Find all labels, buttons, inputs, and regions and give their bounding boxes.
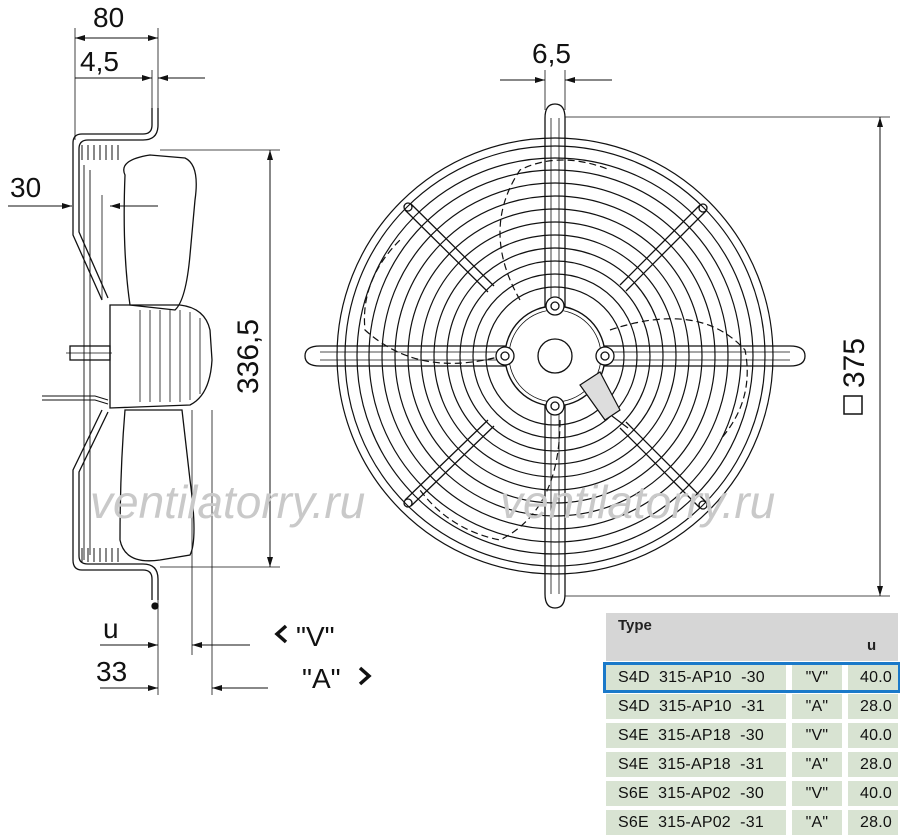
table-row[interactable]: S4E 315-AP18 -31 "A" 28.0 xyxy=(606,752,898,777)
cell-version: "A" xyxy=(792,694,842,719)
dim-336-5-label: 336,5 xyxy=(232,319,265,394)
cell-u: 28.0 xyxy=(848,694,898,719)
label-v: "V" xyxy=(296,621,335,652)
cell-type: S4E 315-AP18 -30 xyxy=(606,723,786,748)
dim-4-5-label: 4,5 xyxy=(80,46,119,77)
cell-type: S4D 315-AP10 -30 xyxy=(606,665,786,690)
cell-version: "V" xyxy=(792,781,842,806)
dim-375-label: 375 xyxy=(838,338,871,388)
dim-80-label: 80 xyxy=(93,2,124,33)
watermark-left: ventilatorry.ru xyxy=(90,476,365,528)
cell-u: 40.0 xyxy=(848,781,898,806)
cell-version: "A" xyxy=(792,752,842,777)
dim-u-label: u xyxy=(103,613,119,644)
cell-u: 40.0 xyxy=(848,723,898,748)
cell-version: "V" xyxy=(792,665,842,690)
cell-type: S4D 315-AP10 -31 xyxy=(606,694,786,719)
cell-type: S6E 315-AP02 -31 xyxy=(606,810,786,835)
cell-u: 28.0 xyxy=(848,752,898,777)
table-row[interactable]: S4D 315-AP10 -30 "V" 40.0 xyxy=(603,662,900,693)
cell-u: 28.0 xyxy=(848,810,898,835)
label-a-arrow: "A" xyxy=(302,663,372,694)
cell-version: "V" xyxy=(792,723,842,748)
cell-version: "A" xyxy=(792,810,842,835)
table-row[interactable]: S6E 315-AP02 -30 "V" 40.0 xyxy=(606,781,898,806)
dim-6-5-label: 6,5 xyxy=(532,38,571,69)
dim-33-label: 33 xyxy=(96,656,127,687)
side-view xyxy=(8,28,280,695)
header-type: Type xyxy=(618,617,652,634)
header-u: u xyxy=(867,637,877,654)
table-row[interactable]: S4D 315-AP10 -31 "A" 28.0 xyxy=(606,694,898,719)
table-row[interactable]: S4E 315-AP18 -30 "V" 40.0 xyxy=(606,723,898,748)
cell-type: S4E 315-AP18 -31 xyxy=(606,752,786,777)
label-a: "A" xyxy=(302,663,341,694)
label-v-arrow: "V" xyxy=(274,621,335,652)
spec-table: Type u S4D 315-AP10 -30 "V" 40.0 S4D 315… xyxy=(603,613,900,835)
front-view xyxy=(304,70,890,609)
cell-u: 40.0 xyxy=(848,665,898,690)
table-row[interactable]: S6E 315-AP02 -31 "A" 28.0 xyxy=(606,810,898,835)
table-header: Type u xyxy=(606,613,898,661)
dim-30-label: 30 xyxy=(10,172,41,203)
watermark-right: ventilatorry.ru xyxy=(500,476,775,528)
cell-type: S6E 315-AP02 -30 xyxy=(606,781,786,806)
